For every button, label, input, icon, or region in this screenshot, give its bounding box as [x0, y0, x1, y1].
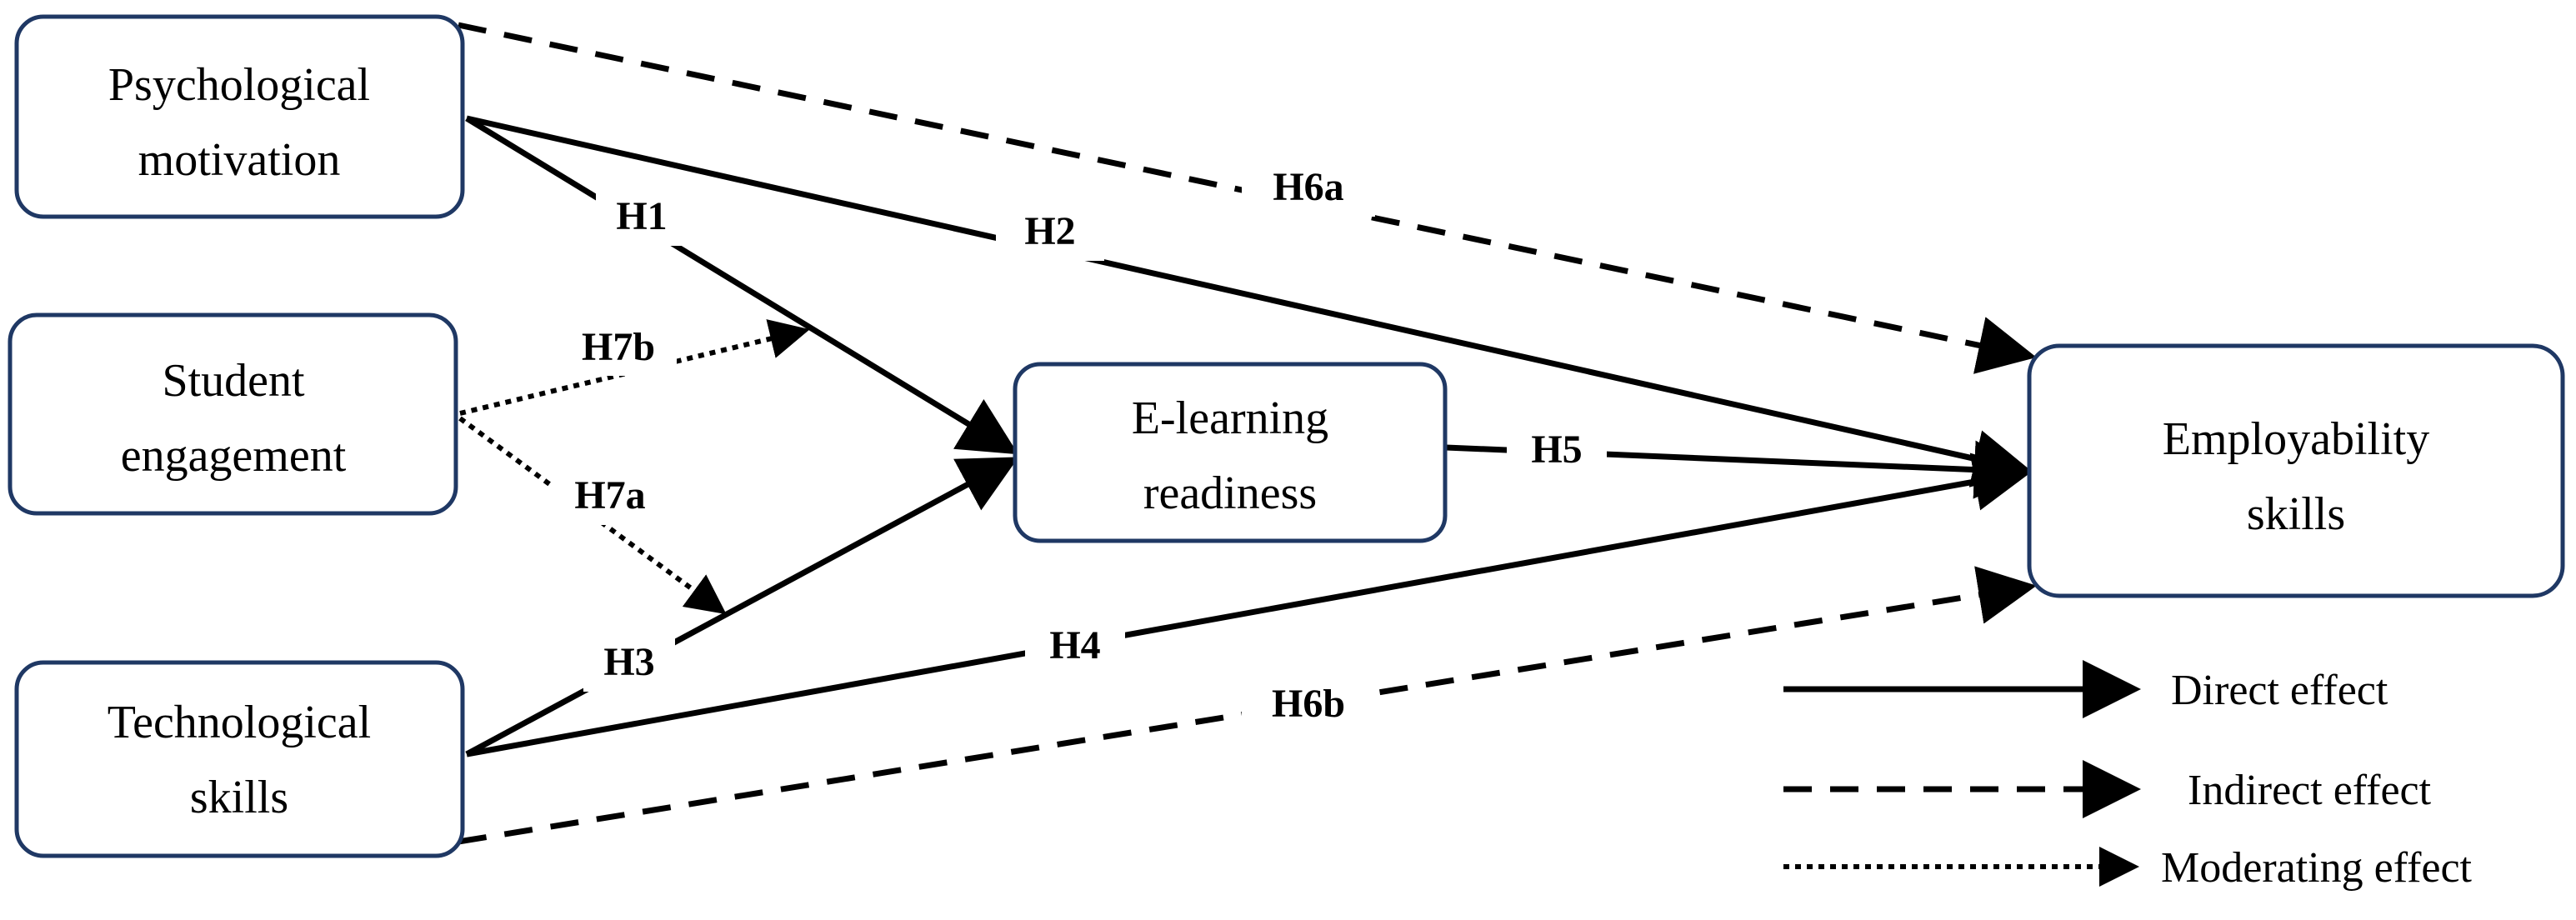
node-psychological-motivation-line1: Psychological: [108, 59, 370, 111]
legend-indirect: Indirect effect: [1783, 760, 2432, 818]
edge-label-h6a-text: H6a: [1273, 165, 1343, 209]
edge-label-h6b: H6b: [1242, 675, 1375, 733]
edge-label-h2-text: H2: [1024, 209, 1075, 253]
edge-label-h5: H5: [1507, 421, 1607, 479]
node-student-engagement-line1: Student: [162, 355, 305, 407]
node-psychological-motivation-line2: motivation: [138, 134, 341, 186]
edge-label-h4: H4: [1025, 617, 1125, 675]
node-psychological-motivation: Psychological motivation: [14, 14, 465, 219]
node-technological-skills-line1: Technological: [108, 697, 371, 748]
node-elearning-readiness-line2: readiness: [1143, 468, 1317, 519]
edge-h2: [466, 115, 2033, 488]
edge-label-h1: H1: [596, 188, 688, 246]
edge-label-h4-text: H4: [1049, 623, 1100, 668]
legend-direct: Direct effect: [1783, 660, 2388, 718]
edge-h3: [465, 457, 1019, 758]
edge-label-h7a-text: H7a: [574, 473, 645, 518]
edge-label-h2: H2: [996, 202, 1104, 261]
edge-label-h6b-text: H6b: [1272, 682, 1345, 726]
edge-label-h3: H3: [583, 633, 675, 692]
legend-moderating-label: Moderating effect: [2161, 844, 2473, 892]
node-elearning-readiness-line1: E-learning: [1132, 392, 1328, 444]
node-employability-skills-line1: Employability: [2163, 413, 2429, 465]
edge-label-h1-text: H1: [616, 194, 667, 238]
legend-indirect-label: Indirect effect: [2188, 767, 2432, 814]
edge-label-h5-text: H5: [1531, 428, 1582, 472]
legend: Direct effect Indirect effect Moderating…: [1783, 660, 2473, 892]
node-student-engagement-line2: engagement: [121, 430, 347, 482]
node-elearning-readiness: E-learning readiness: [1013, 362, 1448, 543]
edge-h4: [466, 452, 2033, 758]
legend-moderating: Moderating effect: [1783, 844, 2473, 892]
node-student-engagement: Student engagement: [8, 312, 458, 516]
node-employability-skills-line2: skills: [2247, 488, 2345, 540]
node-employability-skills: Employability skills: [2027, 343, 2565, 598]
edge-label-h7b-text: H7b: [582, 325, 655, 369]
edge-h1: [465, 116, 1018, 455]
edge-label-h6a: H6a: [1242, 158, 1375, 217]
edge-label-h7b: H7b: [560, 321, 677, 376]
node-technological-skills: Technological skills: [14, 660, 465, 858]
legend-direct-label: Direct effect: [2171, 667, 2388, 714]
edge-label-h7a: H7a: [552, 467, 668, 525]
edge-label-h3-text: H3: [603, 640, 654, 684]
node-technological-skills-line2: skills: [190, 772, 288, 823]
